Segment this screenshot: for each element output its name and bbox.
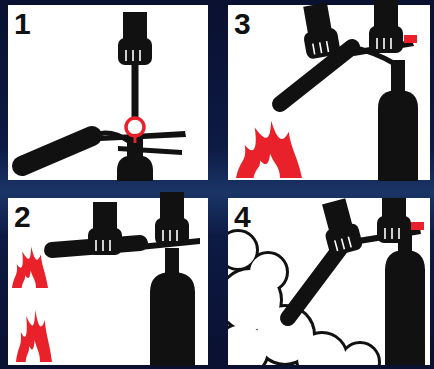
pin-ring — [126, 118, 144, 136]
hand — [118, 12, 152, 65]
valve-neck — [398, 225, 412, 253]
safety-tag — [411, 222, 424, 230]
hand — [369, 0, 403, 53]
lever — [352, 40, 414, 56]
step-number: 2 — [14, 200, 31, 234]
hand — [298, 2, 341, 60]
valve-neck — [391, 60, 405, 92]
hand — [317, 198, 364, 257]
safety-tag — [404, 35, 417, 43]
nozzle — [52, 243, 140, 250]
cloud-outline — [228, 232, 378, 365]
step-panel: 1 — [8, 5, 208, 180]
nozzle — [280, 47, 352, 104]
step-squeeze — [236, 0, 418, 181]
step-aim — [12, 192, 200, 366]
flame — [16, 310, 52, 362]
pin — [134, 136, 137, 143]
lever — [345, 228, 421, 246]
cylinder — [378, 90, 418, 181]
nozzle — [22, 136, 92, 166]
step-number: 3 — [234, 7, 251, 41]
cylinder — [117, 155, 153, 181]
lever — [100, 131, 186, 141]
valve-neck — [127, 138, 143, 158]
flame — [12, 246, 48, 288]
nozzle — [288, 242, 345, 318]
step-number: 1 — [14, 7, 31, 41]
step-sweep — [228, 198, 425, 365]
hand — [88, 202, 122, 255]
step-pull-pin — [22, 12, 186, 181]
step-panel: 2 — [8, 198, 208, 365]
step-panel: 3 — [228, 5, 430, 180]
hand — [155, 192, 189, 245]
hose — [92, 133, 130, 142]
flame — [236, 121, 302, 178]
finger — [132, 64, 139, 116]
valve-neck — [165, 248, 179, 275]
spray-cloud — [228, 232, 378, 365]
hose — [352, 47, 395, 64]
handle — [118, 146, 182, 155]
step-panel: 4 — [228, 198, 430, 365]
hand — [377, 198, 411, 243]
cylinder — [150, 272, 195, 366]
lever — [130, 238, 200, 251]
step-number: 4 — [234, 200, 251, 234]
cylinder — [385, 250, 425, 365]
